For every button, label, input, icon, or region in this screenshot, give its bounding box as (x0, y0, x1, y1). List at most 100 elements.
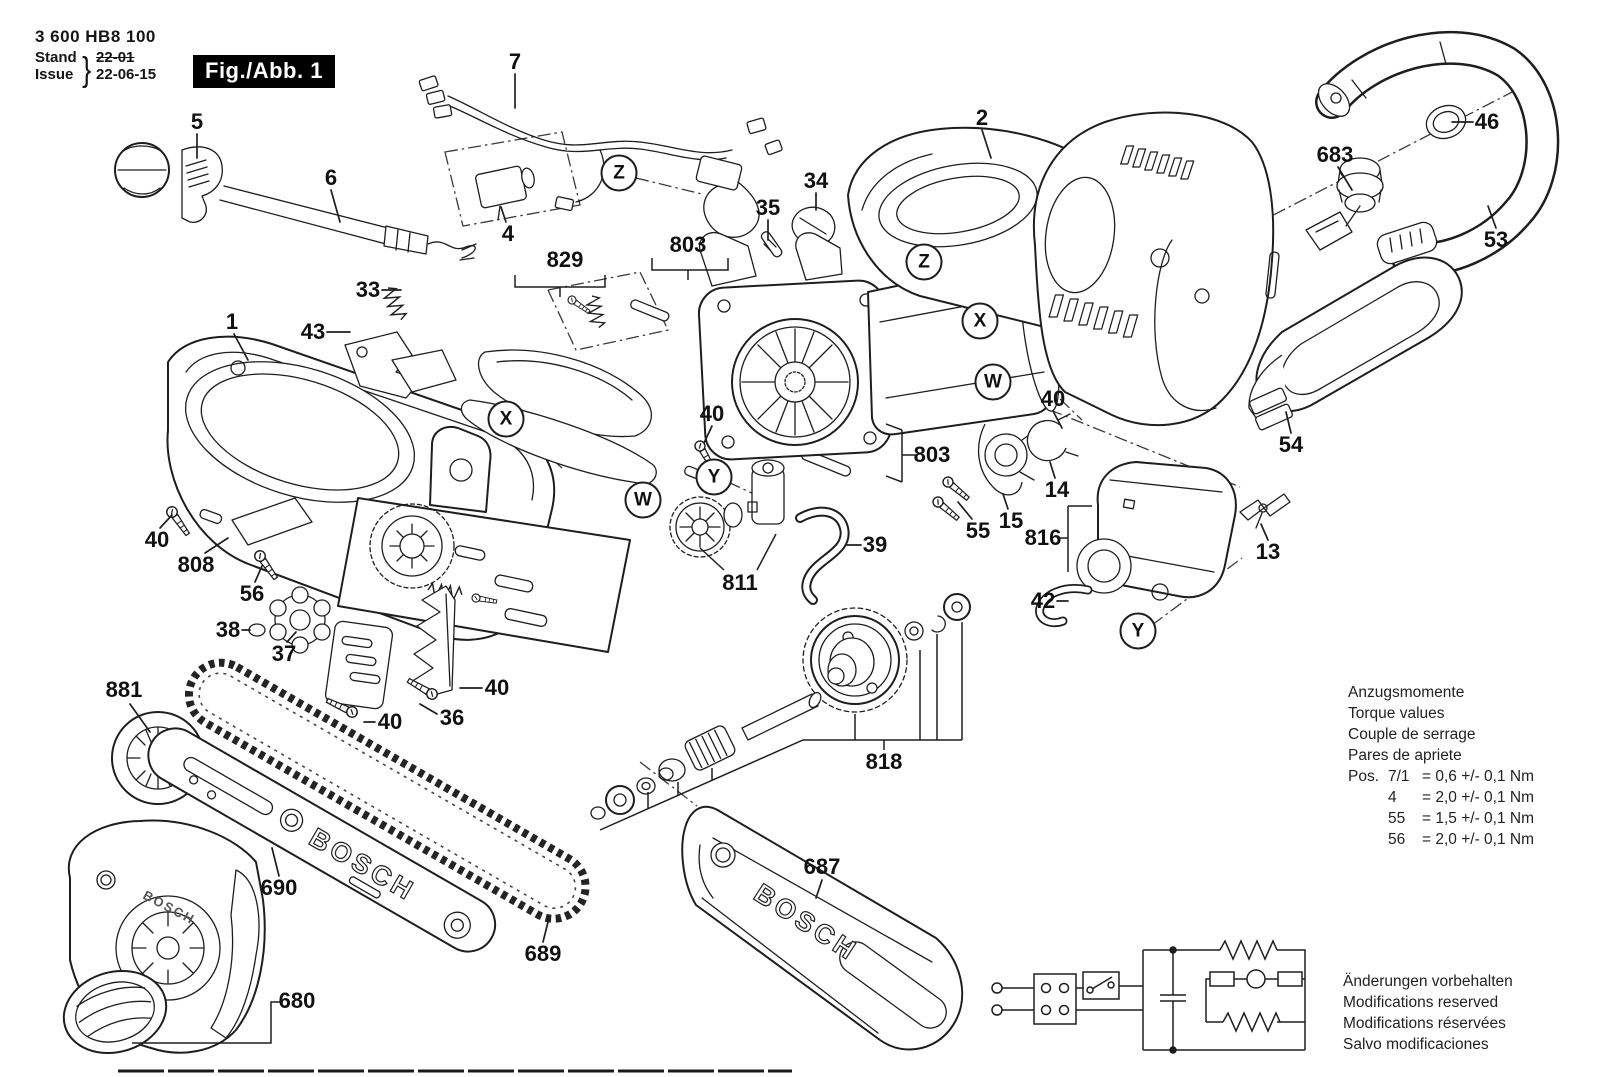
torque-entry-pos: 55 (1388, 810, 1406, 827)
tension-gear-part-37 (269, 586, 331, 654)
chain-catcher-part-15 (978, 423, 1037, 496)
view-marker-x-3: X (487, 400, 525, 438)
type-number: 3 600 HB8 100 (35, 27, 156, 46)
chassis-block (337, 426, 631, 653)
part-number-label-683: 683 (1316, 142, 1354, 167)
saw-chain-part-689 (184, 658, 590, 923)
stand-value: 22-01 (96, 49, 135, 67)
wiring-harness-part-7 (418, 75, 783, 238)
part-number-label-40: 40 (144, 527, 170, 552)
part-number-label-43: 43 (300, 319, 326, 344)
leader-lines (129, 73, 1497, 1044)
part-number-label-689: 689 (524, 941, 562, 966)
modifications-note: Änderungen vorbehalten Modifications res… (1343, 971, 1513, 1055)
part-number-label-54: 54 (1278, 432, 1304, 457)
screw-55-a (940, 474, 972, 504)
vent-slots-top (1120, 145, 1195, 180)
part-number-label-811: 811 (722, 570, 758, 595)
vent-slots-lower (1048, 294, 1139, 338)
spring-part-33 (380, 284, 409, 324)
part-number-label-687: 687 (803, 854, 841, 879)
torque-title-en: Torque values (1348, 705, 1445, 722)
part-number-label-46: 46 (1474, 109, 1500, 134)
part-number-label-42: 42 (1030, 588, 1056, 613)
clamp-part-14 (1026, 413, 1079, 462)
view-marker-x-2: X (961, 302, 999, 340)
torque-title-fr: Couple de serrage (1348, 726, 1476, 743)
part-number-label-40: 40 (699, 401, 725, 426)
issue-value: 22-06-15 (96, 66, 157, 84)
part-number-label-55: 55 (965, 518, 991, 543)
knob-part-5 (114, 142, 223, 223)
torque-title-de: Anzugsmomente (1348, 684, 1465, 701)
tension-holder-plate (324, 620, 394, 710)
part-number-label-881: 881 (105, 677, 143, 702)
switch-part-4 (475, 165, 535, 221)
part-number-label-690: 690 (260, 875, 298, 900)
part-number-label-13: 13 (1255, 539, 1281, 564)
mods-line-fr: Modifications réservées (1343, 1015, 1506, 1032)
housing-main-body (1032, 111, 1280, 427)
part-number-label-33: 33 (355, 277, 381, 302)
part-number-label-34: 34 (803, 168, 829, 193)
part-number-label-40: 40 (377, 709, 403, 734)
part-number-label-6: 6 (324, 165, 338, 190)
view-marker-w-6: W (974, 363, 1012, 401)
part-number-label-36: 36 (439, 705, 465, 730)
figure-number-box: Fig./Abb. 1 (193, 55, 335, 88)
part-number-label-38: 38 (215, 617, 241, 642)
part-number-label-40: 40 (1040, 386, 1066, 411)
part-number-label-4: 4 (501, 221, 515, 246)
torque-entry-value: = 1,5 +/- 0,1 Nm (1422, 810, 1534, 827)
part-number-label-35: 35 (755, 195, 781, 220)
torque-entry-pos: 4 (1388, 789, 1397, 806)
view-marker-w-4: W (624, 481, 662, 519)
part-number-label-40: 40 (484, 675, 510, 700)
drawing-header: 3 600 HB8 100 Stand Issue } 22-01 22-06-… (35, 26, 156, 92)
part-number-label-5: 5 (190, 109, 204, 134)
hand-guard-part-54 (1248, 256, 1463, 431)
part-number-label-14: 14 (1044, 477, 1070, 502)
stand-label: Stand (35, 49, 77, 67)
part-number-label-680: 680 (278, 988, 316, 1013)
part-number-label-818: 818 (865, 749, 903, 774)
part-number-label-1: 1 (225, 309, 239, 334)
spring-pin-part-35 (760, 231, 783, 258)
oil-hose-part-39 (795, 506, 850, 605)
issue-label: Issue (35, 66, 74, 84)
view-marker-y-5: Y (695, 458, 733, 496)
torque-title-es: Pares de apriete (1348, 747, 1462, 764)
wing-bolt-part-13 (1239, 493, 1291, 529)
mods-line-es: Salvo modificaciones (1343, 1036, 1489, 1053)
brace-glyph: } (81, 51, 91, 90)
chain-guard-part-687: BOSCH (681, 805, 964, 1051)
part-number-label-829: 829 (546, 247, 584, 272)
pin-803-upper (630, 299, 670, 322)
part-number-label-15: 15 (998, 508, 1024, 533)
spiked-bumper-part-36 (410, 585, 456, 697)
sprocket-cover-part-680: BOSCH (62, 819, 266, 1055)
part-number-label-56: 56 (239, 581, 265, 606)
torque-entry-pos: 7/1 (1388, 768, 1410, 785)
o-ring-part-38 (248, 623, 266, 637)
view-marker-z-0: Z (600, 154, 638, 192)
part-number-label-2: 2 (975, 105, 989, 130)
wiring-schematic (991, 939, 1306, 1054)
torque-pos-label: Pos. (1348, 768, 1380, 785)
oil-cap-part-683 (1305, 157, 1384, 251)
part-number-label-808: 808 (177, 552, 215, 577)
torque-entry-value: = 2,0 +/- 0,1 Nm (1422, 831, 1534, 848)
brake-lever-part-43 (344, 331, 457, 399)
oil-pump-part-816 (1076, 461, 1237, 601)
pump-piston-part-811 (669, 459, 785, 558)
torque-values-note: Anzugsmomente Torque values Couple de se… (1348, 682, 1534, 850)
motor-fan (731, 318, 859, 446)
o-ring-part-46 (1425, 104, 1467, 140)
oil-hose-part-42 (1035, 584, 1093, 628)
torque-entry-pos: 56 (1388, 831, 1406, 848)
mods-line-de: Änderungen vorbehalten (1343, 973, 1513, 990)
part-number-label-7: 7 (508, 49, 522, 74)
torque-entry-value: = 2,0 +/- 0,1 Nm (1422, 789, 1534, 806)
part-number-label-803: 803 (669, 232, 707, 257)
